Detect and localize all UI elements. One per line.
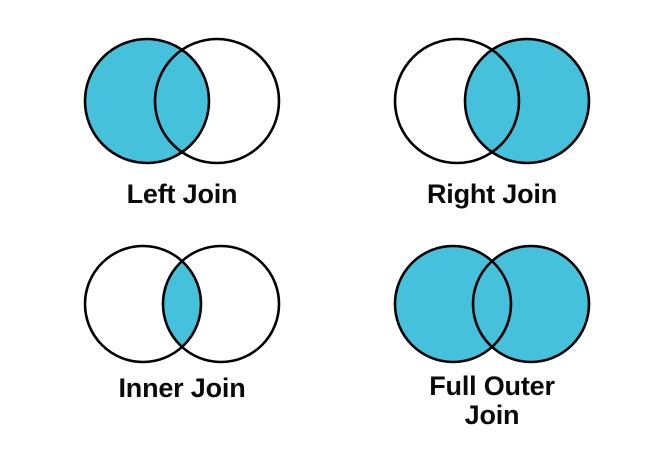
right-circle-outline (463, 37, 591, 165)
diagram-right-join: Right Join (357, 30, 627, 209)
intersection-fill (155, 39, 209, 163)
intersection-fill (465, 39, 519, 163)
diagram-label-right-join: Right Join (427, 179, 557, 209)
left-circle-outline (83, 244, 203, 364)
left-circle-outline (393, 244, 513, 364)
diagram-full-outer-join: Full Outer Join (357, 242, 627, 430)
diagram-label-full-outer-join: Full Outer Join (429, 371, 555, 431)
diagram-left-join: Left Join (47, 30, 317, 209)
full-outer-join-venn (393, 244, 591, 364)
diagram-inner-join: Inner Join (47, 242, 317, 403)
right-join-venn (393, 37, 591, 165)
diagram-label-left-join: Left Join (126, 179, 238, 209)
diagram-label-inner-join: Inner Join (118, 373, 246, 403)
left-join-venn (83, 37, 281, 165)
left-circle-outline (83, 37, 211, 165)
right-circle-outline (153, 37, 281, 165)
right-circle-outline (161, 244, 281, 364)
left-circle-outline (393, 37, 521, 165)
right-circle-outline (471, 244, 591, 364)
inner-join-venn (83, 244, 281, 364)
